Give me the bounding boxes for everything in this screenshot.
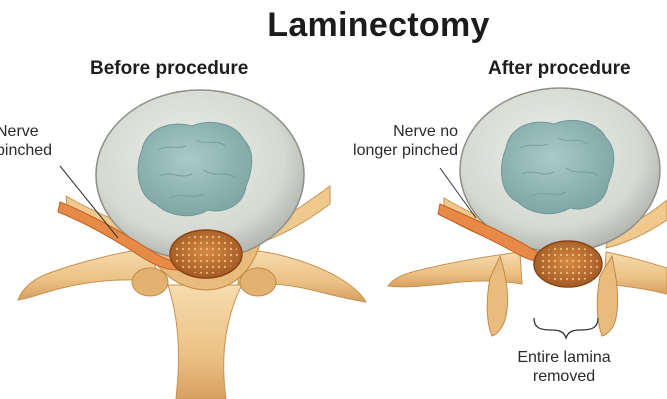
after-annotation-label: Nerve no longer pinched: [330, 122, 458, 160]
before-spinous-process: [168, 285, 242, 399]
before-disc-nucleus: [138, 122, 252, 215]
before-heading: Before procedure: [90, 58, 248, 80]
before-annotation-label: Nerve pinched: [0, 122, 52, 160]
diagram-title: Laminectomy: [0, 6, 667, 45]
lamina-removed-bracket: [534, 318, 598, 338]
before-left-facet: [132, 268, 168, 296]
lamina-removed-label: Entire lamina removed: [504, 348, 624, 386]
after-heading: After procedure: [488, 58, 631, 80]
after-disc-nucleus: [502, 120, 614, 213]
before-right-facet: [240, 268, 276, 296]
